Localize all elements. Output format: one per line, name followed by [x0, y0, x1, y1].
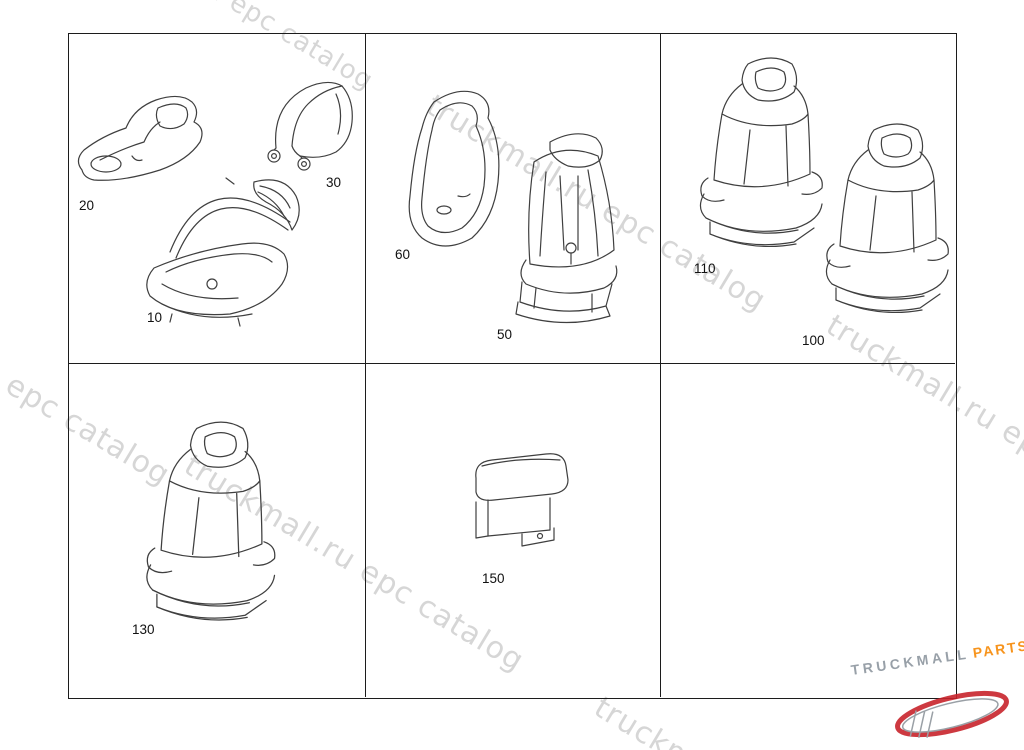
- canopy-drawing: [267, 81, 353, 171]
- grid-horizontal-divider: [68, 363, 955, 365]
- high-back-booster-left-drawing: [699, 57, 823, 248]
- logo-swoosh-icon: [895, 690, 1009, 738]
- child-seat-drawing: [146, 421, 276, 621]
- part-number-label: 50: [497, 327, 513, 342]
- part-number-label: 20: [79, 198, 95, 213]
- part-number-label: 30: [326, 175, 342, 190]
- part-number-label: 150: [482, 571, 505, 586]
- convertible-seat-drawing: [515, 133, 618, 324]
- part-number-label: 130: [132, 622, 155, 637]
- part-number-label: 100: [802, 333, 825, 348]
- high-back-booster-right-drawing: [825, 123, 949, 314]
- part-number-label: 110: [694, 261, 716, 276]
- infant-carrier-drawing: [146, 177, 300, 327]
- grid-vertical-divider-2: [660, 33, 662, 697]
- part-number-label: 60: [395, 247, 411, 262]
- armrest-cushion-drawing: [475, 453, 569, 547]
- seat-shell-drawing: [408, 90, 500, 247]
- diagram-border: [68, 33, 957, 699]
- grid-vertical-divider-1: [365, 33, 367, 697]
- part-number-label: 10: [147, 310, 163, 325]
- infant-seat-insert-drawing: [77, 95, 203, 181]
